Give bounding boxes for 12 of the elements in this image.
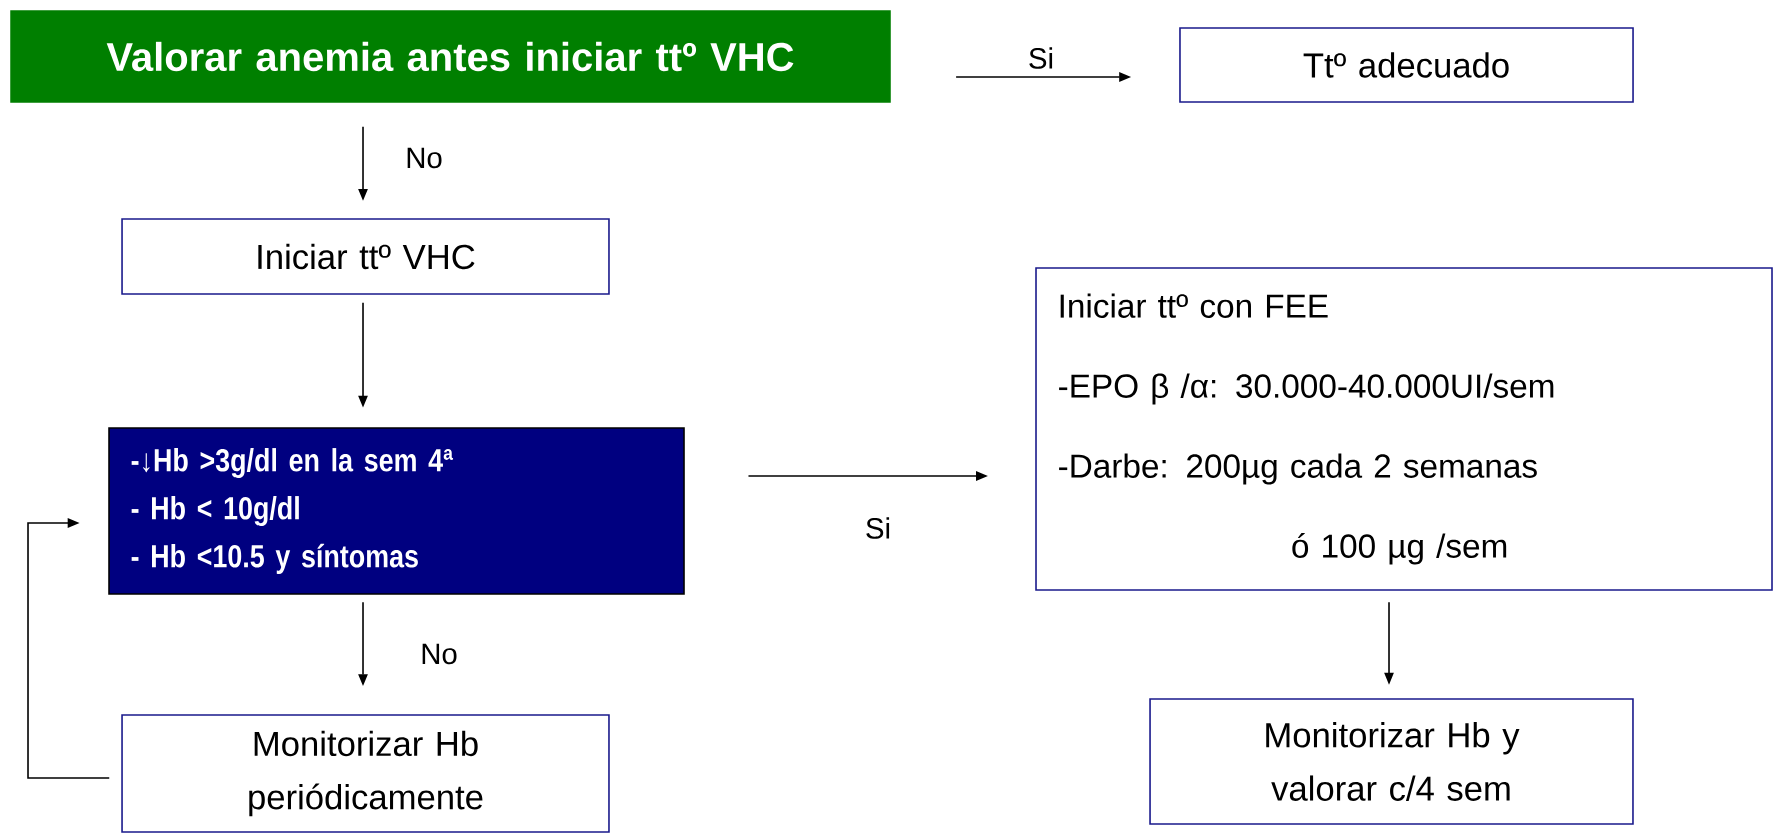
process-box: Monitorizar Hb periódicamente [121, 714, 610, 833]
title-box: Valorar anemia antes iniciar ttº VHC [10, 10, 891, 103]
criteria-box: -↓Hb >3g/dl en la sem 4ª - Hb < 10g/dl - Hb <10.5 y síntomas [108, 427, 685, 595]
edge-label: No [422, 643, 457, 665]
edge-label: No [407, 147, 442, 169]
process-box: Iniciar ttº VHC [121, 218, 610, 295]
result-box: Ttº adecuado [1179, 27, 1634, 103]
process-box: Monitorizar Hb y valorar c/4 sem [1149, 698, 1634, 825]
edge-label: Si [866, 517, 890, 539]
edge-label: Si [1029, 47, 1053, 69]
treatment-box: Iniciar ttº con FEE -EPO β /α: 30.000-40.000UI/sem -Darbe: 200µg cada 2 semanas ó 100 µg /sem [1035, 267, 1773, 591]
arrow [27, 518, 111, 779]
